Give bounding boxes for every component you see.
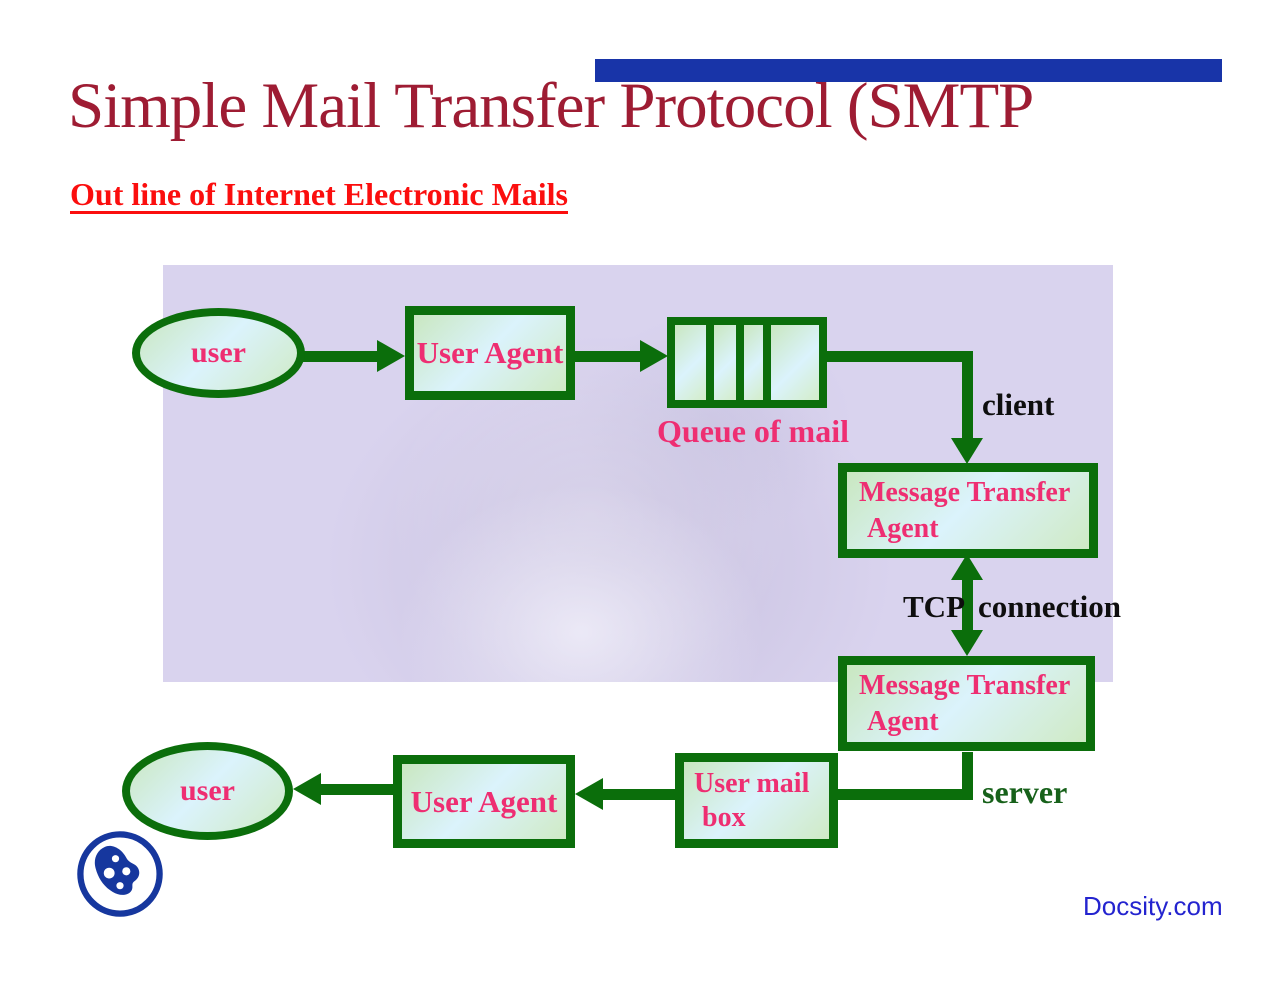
arrowhead-into-queue [640, 340, 668, 372]
watermark-text: Docsity.com [1083, 891, 1223, 921]
node-user-mailbox: User mail box [675, 753, 838, 848]
slide-subtitle: Out line of Internet Electronic Mails [70, 176, 568, 212]
node-user-agent-bottom-label: User Agent [410, 783, 558, 819]
node-mta-top-line1: Message Transfer [859, 476, 1071, 508]
node-mta-bottom-line1: Message Transfer [859, 669, 1071, 701]
edge-tcp-connection [962, 579, 973, 633]
queue-cell [675, 325, 707, 400]
node-user-top-label: user [191, 336, 246, 369]
edge-server-to-mailbox [838, 789, 973, 800]
edge-queue-to-client-corner [820, 351, 973, 362]
node-mail-queue [667, 317, 827, 408]
arrowhead-down-to-mta-bottom [951, 630, 983, 656]
docsity-logo-icon [75, 829, 165, 919]
node-mta-bottom: Message Transfer Agent [838, 656, 1095, 751]
queue-cell [770, 325, 819, 400]
slide-title: Simple Mail Transfer Protocol (SMTP [68, 70, 1034, 142]
edge-mailbox-to-useragent [601, 789, 675, 800]
node-user-top: user [132, 308, 305, 398]
queue-cell [714, 325, 737, 400]
arrowhead-into-useragent-bottom [575, 778, 603, 810]
arrowhead-into-mta-top [951, 438, 983, 464]
tcp-edge-label: TCP connection [903, 589, 1121, 624]
client-edge-label: client [982, 387, 1055, 422]
node-user-agent-top-label: User Agent [416, 335, 564, 370]
node-user-agent-top: User Agent [405, 306, 575, 400]
edge-useragent-to-user-bottom [317, 784, 393, 795]
node-user-mailbox-line2: box [702, 801, 746, 833]
node-user-bottom: user [122, 742, 293, 840]
queue-caption: Queue of mail [657, 413, 849, 449]
arrowhead-up-to-mta-top [951, 554, 983, 580]
node-user-bottom-label: user [180, 774, 235, 807]
node-mta-bottom-line2: Agent [867, 705, 939, 737]
edge-server-vertical [962, 752, 973, 795]
arrowhead-into-user-bottom [293, 773, 321, 805]
title-accent-bar [595, 59, 1222, 82]
node-mta-top: Message Transfer Agent [838, 463, 1098, 558]
node-mta-top-line2: Agent [867, 512, 939, 544]
node-user-mailbox-line1: User mail [694, 767, 810, 799]
edge-useragent-to-queue [571, 351, 641, 362]
edge-client-vertical [962, 351, 973, 439]
node-user-agent-bottom: User Agent [393, 755, 575, 848]
server-edge-label: server [982, 774, 1068, 810]
arrowhead-into-useragent-top [377, 340, 405, 372]
edge-user-to-useragent [298, 351, 378, 362]
queue-cell [744, 325, 763, 400]
